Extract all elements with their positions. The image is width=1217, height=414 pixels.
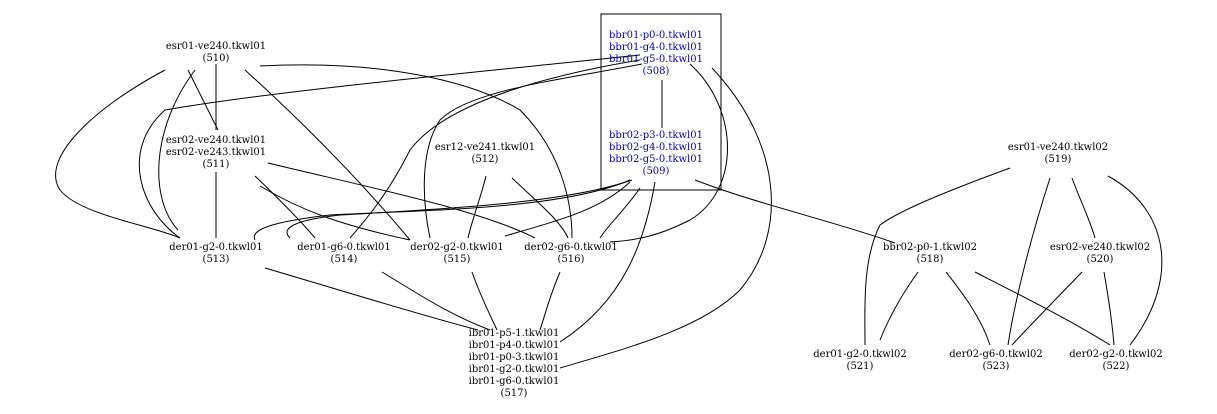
edge-layer (55, 54, 1163, 369)
node-511: esr02-ve240.tkwl01esr02-ve243.tkwl01(511… (166, 135, 266, 170)
edge-line (55, 69, 181, 239)
node-label: (520) (1087, 254, 1114, 265)
edge-line (1103, 271, 1115, 346)
cluster-box-bbr (600, 13, 722, 191)
node-516: der02-g6-0.tkwl01(516) (524, 242, 617, 265)
node-508: bbr01-p0-0.tkwl01bbr01-g4-0.tkwl01bbr01-… (609, 30, 703, 77)
node-label: (517) (501, 388, 528, 399)
node-label: bbr02-p3-0.tkwl01 (609, 130, 703, 141)
node-label: ibr01-p0-3.tkwl01 (469, 352, 560, 363)
edge-line (253, 179, 631, 241)
node-label: (514) (331, 254, 358, 265)
edge-line (264, 267, 479, 331)
node-label: (515) (444, 254, 471, 265)
edge-line (467, 175, 487, 239)
edge-line (1007, 177, 1051, 346)
node-518: bbr02-p0-1.tkwl02(518) (883, 242, 977, 265)
node-label: (523) (983, 361, 1010, 372)
node-label: esr12-ve241.tkwl01 (435, 142, 535, 153)
node-label: ibr01-g6-0.tkwl01 (469, 376, 560, 387)
edge-line (559, 67, 772, 369)
node-label: esr02-ve243.tkwl01 (166, 147, 266, 158)
node-label: (518) (917, 254, 944, 265)
node-label: bbr02-g4-0.tkwl01 (609, 142, 703, 153)
edge-line (1011, 271, 1083, 346)
edge-line (259, 64, 573, 239)
node-label: esr01-ve240.tkwl01 (166, 41, 266, 52)
edge-line (974, 271, 1111, 346)
node-label: der02-g6-0.tkwl01 (524, 242, 617, 253)
node-label: (512) (472, 154, 499, 165)
node-label: bbr01-g4-0.tkwl01 (609, 42, 703, 53)
node-label: der01-g6-0.tkwl01 (297, 242, 390, 253)
node-519: esr01-ve240.tkwl02(519) (1008, 142, 1108, 165)
edge-line (349, 59, 641, 239)
edge-line (244, 69, 411, 241)
node-label: ibr01-p4-0.tkwl01 (469, 340, 560, 351)
node-520: esr02-ve240.tkwl02(520) (1050, 242, 1150, 265)
edge-line (1107, 175, 1163, 346)
edge-line (286, 179, 633, 239)
node-512: esr12-ve241.tkwl01(512) (435, 142, 535, 165)
node-label: (509) (643, 166, 670, 177)
node-label: der01-g2-0.tkwl01 (169, 242, 262, 253)
edge-line (158, 69, 196, 231)
edge-line (381, 271, 491, 331)
edge-line (1071, 177, 1096, 239)
edge-line (599, 187, 641, 239)
edge-line (864, 167, 1011, 346)
node-515: der02-g2-0.tkwl01(515) (410, 242, 503, 265)
edge-line (879, 271, 919, 341)
edge-line (259, 185, 411, 241)
node-517: ibr01-p5-1.tkwl01ibr01-p4-0.tkwl01ibr01-… (469, 328, 560, 399)
node-label: bbr01-g5-0.tkwl01 (609, 54, 703, 65)
node-label: esr02-ve240.tkwl01 (166, 135, 266, 146)
edge-line (539, 271, 561, 331)
node-513: der01-g2-0.tkwl01(513) (169, 242, 262, 265)
node-label: (519) (1045, 154, 1072, 165)
node-label: bbr02-p0-1.tkwl02 (883, 242, 977, 253)
edge-line (187, 69, 219, 131)
node-label: (510) (203, 53, 230, 64)
edge-line (511, 177, 569, 239)
node-label: ibr01-g2-0.tkwl01 (469, 364, 560, 375)
node-521: der01-g2-0.tkwl02(521) (813, 349, 906, 372)
edge-line (945, 271, 991, 346)
node-label: der02-g2-0.tkwl02 (1069, 349, 1162, 360)
node-label: (508) (643, 66, 670, 77)
node-522: der02-g2-0.tkwl02(522) (1069, 349, 1162, 372)
edge-line (559, 181, 656, 343)
node-label: (513) (203, 254, 230, 265)
node-label: der02-g6-0.tkwl02 (949, 349, 1042, 360)
node-label: der02-g2-0.tkwl01 (410, 242, 503, 253)
node-label: ibr01-p5-1.tkwl01 (469, 328, 560, 339)
node-label: bbr01-p0-0.tkwl01 (609, 30, 703, 41)
edge-line (471, 271, 498, 331)
edge-line (504, 181, 631, 237)
node-523: der02-g6-0.tkwl02(523) (949, 349, 1042, 372)
node-layer: esr01-ve240.tkwl01(510) esr02-ve240.tkwl0… (166, 30, 1163, 399)
node-509: bbr02-p3-0.tkwl01bbr02-g4-0.tkwl01bbr02-… (609, 130, 703, 177)
node-label: esr02-ve240.tkwl02 (1050, 242, 1150, 253)
edge-line (254, 175, 316, 239)
node-label: (516) (558, 254, 585, 265)
edge-line (138, 54, 641, 239)
node-label: (511) (203, 159, 230, 170)
node-label: (521) (847, 361, 874, 372)
node-label: (522) (1103, 361, 1130, 372)
node-510: esr01-ve240.tkwl01(510) (166, 41, 266, 64)
node-label: bbr02-g5-0.tkwl01 (609, 154, 703, 165)
edge-line (423, 63, 643, 239)
edge-line (267, 162, 536, 239)
node-514: der01-g6-0.tkwl01(514) (297, 242, 390, 265)
node-label: esr01-ve240.tkwl02 (1008, 142, 1108, 153)
node-label: der01-g2-0.tkwl02 (813, 349, 906, 360)
edge-line (609, 63, 728, 243)
edge-line (694, 179, 896, 244)
